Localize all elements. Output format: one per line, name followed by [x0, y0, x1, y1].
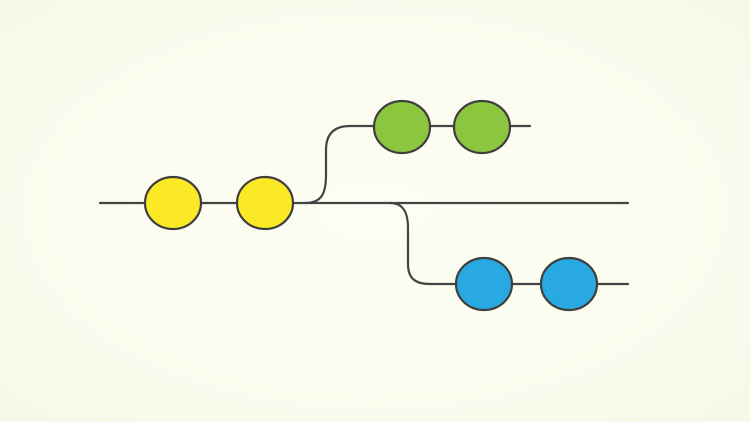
- main-commit-node: [143, 175, 203, 231]
- top-branch-commit-node: [372, 99, 432, 155]
- bottom-branch-line: [388, 201, 630, 286]
- top-branch-commit-node: [452, 99, 512, 155]
- bottom-branch-commit-node: [454, 256, 514, 312]
- bottom-branch-commit-node: [539, 256, 599, 312]
- main-commit-node: [235, 175, 295, 231]
- top-branch-line: [303, 124, 532, 205]
